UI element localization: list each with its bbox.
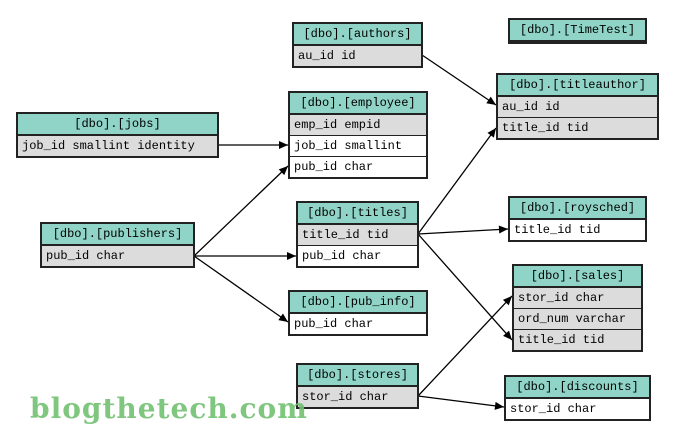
arrowhead-icon bbox=[487, 128, 496, 138]
table-roysched[interactable]: [dbo].[roysched] title_id tid bbox=[508, 196, 647, 242]
column-row[interactable]: pub_id char bbox=[294, 317, 374, 331]
relationship-line bbox=[421, 54, 497, 106]
table-header: [dbo].[jobs] bbox=[18, 114, 217, 136]
column-row[interactable]: au_id id bbox=[498, 97, 657, 117]
table-header: [dbo].[authors] bbox=[294, 24, 421, 46]
column-row[interactable]: stor_id char bbox=[510, 402, 597, 416]
arrowhead-icon bbox=[278, 166, 288, 176]
relationship-line bbox=[193, 165, 289, 257]
arrowhead-icon bbox=[278, 313, 288, 322]
table-header: [dbo].[stores] bbox=[298, 365, 417, 387]
arrowhead-icon bbox=[486, 96, 496, 105]
arrowhead-icon bbox=[502, 296, 512, 306]
column-row[interactable]: pub_id char bbox=[290, 156, 426, 177]
column-row[interactable]: stor_id char bbox=[298, 387, 417, 407]
column-row[interactable]: ord_num varchar bbox=[514, 308, 641, 329]
arrowhead-icon bbox=[503, 330, 512, 340]
relationship-line bbox=[417, 127, 497, 235]
watermark: blogthetech.com bbox=[30, 392, 308, 425]
table-discounts[interactable]: [dbo].[discounts] stor_id char bbox=[504, 375, 651, 421]
column-row[interactable]: emp_id empid bbox=[290, 115, 426, 135]
column-row[interactable]: job_id smallint identity bbox=[18, 136, 217, 156]
column-row[interactable]: au_id id bbox=[294, 46, 421, 66]
column-row[interactable]: job_id smallint bbox=[290, 135, 426, 156]
column-row[interactable]: title_id tid bbox=[298, 225, 417, 245]
table-header: [dbo].[employee] bbox=[290, 93, 426, 115]
table-header: [dbo].[titleauthor] bbox=[498, 75, 657, 97]
table-header: [dbo].[pub_info] bbox=[290, 292, 426, 314]
table-authors[interactable]: [dbo].[authors]au_id id bbox=[292, 22, 423, 68]
column-row[interactable]: stor_id char bbox=[514, 288, 641, 308]
arrowhead-icon bbox=[287, 252, 296, 260]
table-header: [dbo].[publishers] bbox=[42, 224, 193, 246]
relationship-line bbox=[417, 233, 513, 341]
column-row[interactable]: title_id tid bbox=[498, 117, 657, 138]
relationship-line bbox=[417, 395, 505, 408]
arrowhead-icon bbox=[498, 225, 508, 234]
table-jobs[interactable]: [dbo].[jobs]job_id smallint identity bbox=[16, 112, 219, 158]
column-row[interactable]: pub_id char bbox=[42, 246, 193, 266]
arrowhead-icon bbox=[494, 401, 504, 410]
relationship-line bbox=[193, 255, 289, 323]
table-pub-info[interactable]: [dbo].[pub_info] pub_id char bbox=[288, 290, 428, 336]
table-header: [dbo].[sales] bbox=[514, 266, 641, 288]
table-header: [dbo].[TimeTest] bbox=[510, 20, 645, 42]
table-header: [dbo].[titles] bbox=[298, 203, 417, 225]
table-header: [dbo].[roysched] bbox=[510, 198, 645, 220]
table-timetest[interactable]: [dbo].[TimeTest] bbox=[508, 18, 647, 44]
column-row[interactable]: pub_id char bbox=[298, 245, 417, 266]
relationship-line bbox=[417, 228, 509, 235]
table-publishers[interactable]: [dbo].[publishers]pub_id char bbox=[40, 222, 195, 268]
table-stores[interactable]: [dbo].[stores]stor_id char bbox=[296, 363, 419, 409]
relationship-line bbox=[417, 295, 513, 397]
column-row[interactable]: title_id tid bbox=[514, 329, 641, 350]
arrowhead-icon bbox=[279, 141, 288, 149]
column-row[interactable]: title_id tid bbox=[514, 223, 601, 237]
table-header: [dbo].[discounts] bbox=[506, 377, 649, 399]
